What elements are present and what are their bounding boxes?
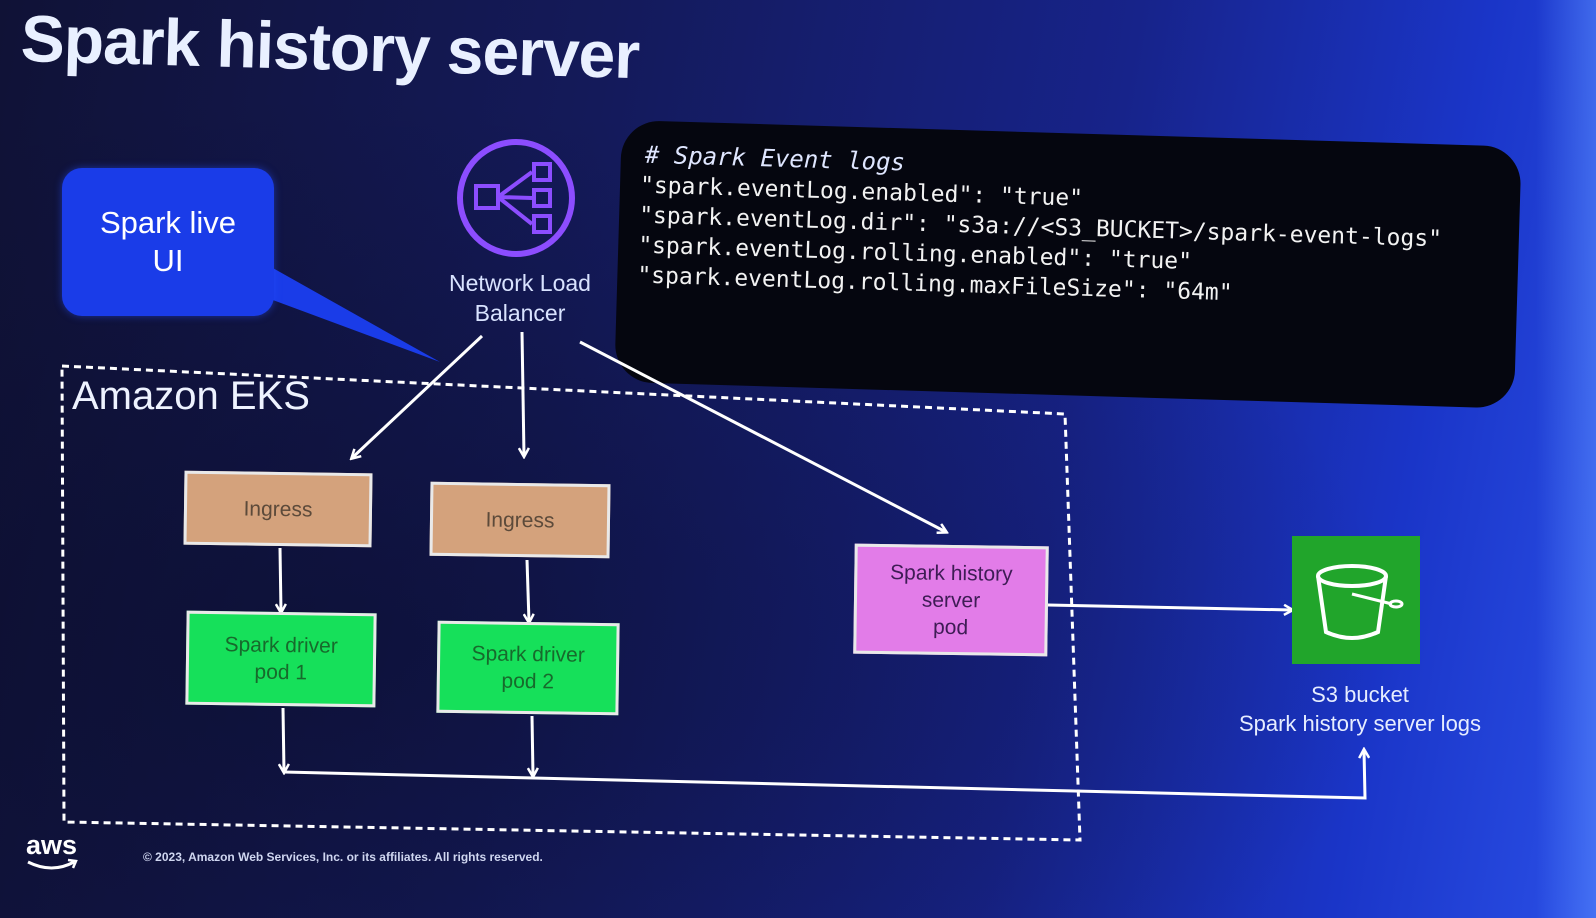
spark-history-server-pod-node: Spark history server pod — [853, 543, 1049, 657]
driver-2-label: Spark driver pod 2 — [471, 642, 585, 694]
ingress-2-to-driver-2-arrow — [527, 559, 529, 622]
network-load-balancer-icon — [457, 139, 575, 257]
ingress-2-node: Ingress — [429, 481, 611, 559]
ingress-1-to-driver-1-arrow — [280, 547, 281, 612]
s3-bucket-icon — [1316, 564, 1404, 640]
aws-logo: aws — [26, 830, 78, 860]
spark-driver-pod-2-node: Spark driver pod 2 — [436, 620, 620, 716]
history-pod-label: Spark history server pod — [889, 560, 1013, 639]
ingress-1-node: Ingress — [183, 470, 373, 548]
spark-driver-pod-1-node: Spark driver pod 1 — [185, 610, 377, 708]
history-pod-to-s3-arrow — [1047, 603, 1292, 610]
copyright-notice: © 2023, Amazon Web Services, Inc. or its… — [143, 850, 543, 864]
driver-1-label: Spark driver pod 1 — [224, 633, 338, 685]
eks-cluster-label: Amazon EKS — [72, 374, 310, 418]
s3-bucket-node — [1292, 536, 1420, 664]
spark-live-ui-bubble: Spark live UI — [62, 168, 274, 316]
driver-2-down-arrow — [532, 715, 533, 776]
aws-smile-icon — [27, 858, 78, 870]
bubble-text: Spark live UI — [99, 205, 237, 278]
nlb-label: Network Load Balancer — [449, 270, 591, 326]
nlb-to-ingress-2-arrow — [522, 331, 524, 456]
nlb-to-history-pod-arrow — [579, 340, 946, 532]
driver-1-down-arrow — [283, 707, 284, 772]
ingress-2-label: Ingress — [485, 508, 555, 532]
eks-boundary — [60, 364, 1082, 842]
s3-bucket-label: S3 bucket Spark history server logs — [1238, 682, 1482, 736]
nlb-to-ingress-1-arrow — [352, 334, 484, 458]
ingress-1-label: Ingress — [243, 497, 313, 521]
screen-glow — [1536, 0, 1596, 918]
logs-to-s3-path — [283, 750, 1365, 800]
